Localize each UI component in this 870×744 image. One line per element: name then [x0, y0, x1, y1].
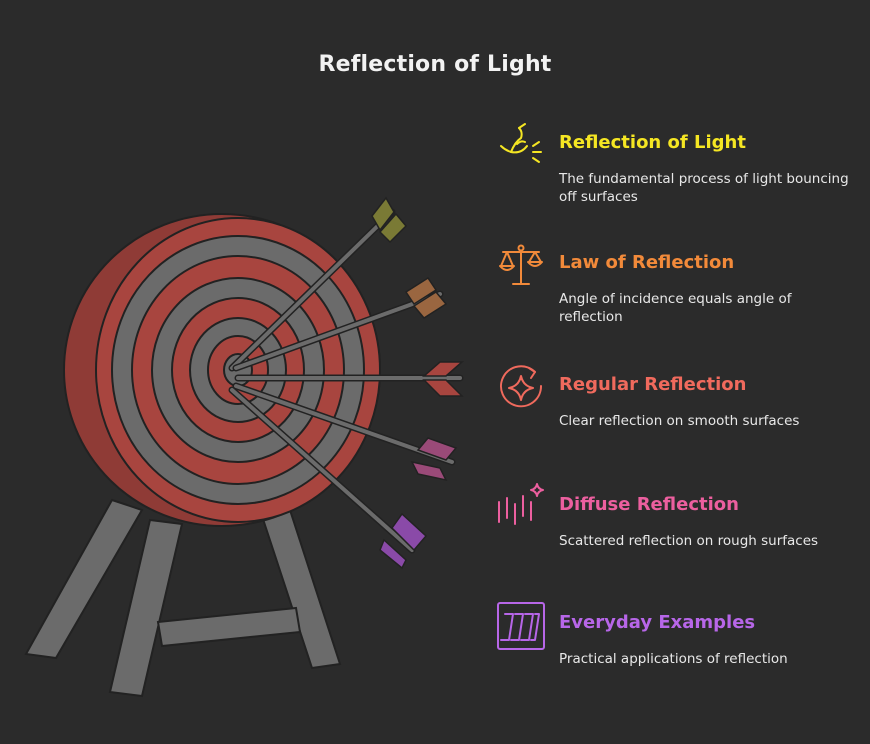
page-title: Reflection of Light	[318, 52, 552, 77]
hand-light-icon	[500, 123, 542, 163]
arrow-4	[232, 382, 458, 482]
item-title: Law of Reflection	[559, 252, 735, 273]
item-description: Practical applications of reflection	[559, 651, 788, 667]
arrow-5	[228, 386, 428, 570]
chevrons-box-icon	[497, 602, 545, 650]
arrow-1-fletching	[371, 196, 395, 232]
item-reflection-of-light: Reflection of Light The fundamental proc…	[495, 120, 855, 205]
stand-leg-right	[260, 508, 342, 670]
item-title: Regular Reflection	[559, 374, 747, 395]
item-description: The fundamental process of light bouncin…	[559, 171, 849, 205]
item-title: Reflection of Light	[559, 132, 746, 153]
item-law-of-reflection: Law of Reflection Angle of incidence equ…	[495, 240, 855, 325]
arrow-2	[232, 276, 448, 372]
arrow-3-fletching	[422, 361, 464, 377]
arrow-5-fletching	[391, 512, 428, 552]
arrow-4-fletching	[416, 437, 458, 461]
arrow-2-fletching	[404, 276, 438, 306]
item-diffuse-reflection: Diffuse Reflection Scattered reflection …	[495, 482, 855, 562]
arrows	[228, 196, 464, 570]
item-title: Everyday Examples	[559, 612, 756, 633]
stand-crossbar	[156, 606, 302, 648]
item-title: Diffuse Reflection	[559, 494, 739, 515]
stand-leg-left	[24, 498, 144, 660]
item-description: Clear reflection on smooth surfaces	[559, 413, 800, 429]
scatter-lines-icon	[498, 483, 544, 525]
item-regular-reflection: Regular Reflection Clear reflection on s…	[495, 362, 855, 442]
item-description: Angle of incidence equals angle of refle…	[559, 291, 792, 325]
stand-leg-middle	[108, 518, 184, 698]
item-everyday-examples: Everyday Examples Practical applications…	[495, 600, 855, 680]
item-description: Scattered reflection on rough surfaces	[559, 533, 819, 549]
arrow-1	[228, 196, 408, 372]
sparkle-refresh-icon	[500, 365, 543, 408]
arrow-3	[234, 361, 464, 397]
balance-scale-icon	[499, 244, 543, 285]
target-stand	[24, 498, 342, 698]
